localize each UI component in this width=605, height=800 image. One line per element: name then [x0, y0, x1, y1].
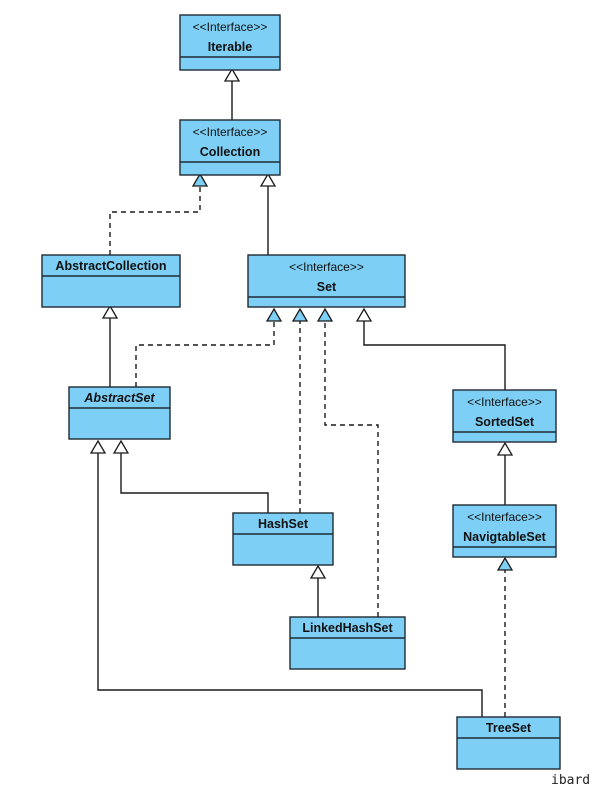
- relation-linked-hash-set-to-set-line: [324, 321, 379, 617]
- relation-hash-set-to-set: [291, 307, 309, 513]
- class-set: <<Interface>> Set: [247, 254, 406, 308]
- relation-tree-set-to-abstract-set-line: [97, 453, 483, 717]
- collection-name: Collection: [200, 145, 260, 159]
- navigable-set-name: NavigtableSet: [463, 530, 547, 544]
- navigable-set-box: [452, 504, 557, 558]
- relation-navigable-set-to-sorted-set-arrowhead: [496, 441, 514, 456]
- tree-set-name: TreeSet: [486, 721, 532, 735]
- relation-abstract-set-to-abstract-collection: [101, 304, 119, 387]
- class-iterable: <<Interface>> Iterable: [179, 14, 281, 71]
- iterable-box: [179, 14, 281, 71]
- iterable-name: Iterable: [208, 40, 253, 54]
- relation-tree-set-to-navigable-set-arrowhead: [496, 556, 514, 571]
- abstract-set-box: [68, 386, 171, 440]
- abstract-collection-box: [41, 254, 181, 308]
- relation-linked-hash-set-to-hash-set-arrowhead: [309, 564, 327, 579]
- relation-sorted-set-to-set-arrowhead: [355, 307, 373, 322]
- iterable-stereotype: <<Interface>>: [193, 20, 268, 34]
- collection-box: [179, 119, 281, 176]
- relation-set-to-collection: [259, 172, 277, 255]
- relation-abstract-set-to-abstract-collection-arrowhead: [101, 304, 119, 319]
- set-name: Set: [317, 280, 337, 294]
- sorted-set-box: [452, 389, 557, 443]
- class-boxes: <<Interface>> Iterable <<Interface>> Collec…: [41, 14, 561, 770]
- class-sorted-set: <<Interface>> SortedSet: [452, 389, 557, 443]
- class-abstract-set: AbstractSet: [68, 386, 171, 440]
- relation-abstract-collection-to-collection-line: [109, 186, 201, 255]
- linked-hash-set-box: [289, 616, 406, 670]
- relation-hash-set-to-abstract-set-line: [120, 453, 269, 513]
- relation-abstract-set-to-set: [135, 307, 283, 387]
- class-linked-hash-set: LinkedHashSet: [289, 616, 406, 670]
- relation-tree-set-to-abstract-set: [89, 439, 483, 717]
- relation-hash-set-to-abstract-set: [112, 439, 269, 513]
- relation-linked-hash-set-to-hash-set: [309, 564, 327, 617]
- set-box: [247, 254, 406, 308]
- linked-hash-set-name: LinkedHashSet: [302, 621, 393, 635]
- relation-set-to-collection-arrowhead: [259, 172, 277, 187]
- relation-sorted-set-to-set: [355, 307, 506, 390]
- relation-collection-to-iterable-arrowhead: [223, 67, 241, 82]
- set-stereotype: <<Interface>>: [289, 260, 364, 274]
- abstract-set-name: AbstractSet: [83, 391, 155, 405]
- class-navigable-set: <<Interface>> NavigtableSet: [452, 504, 557, 558]
- relation-hash-set-to-abstract-set-arrowhead: [112, 439, 130, 454]
- hash-set-name: HashSet: [258, 517, 309, 531]
- sorted-set-name: SortedSet: [475, 415, 535, 429]
- class-tree-set: TreeSet: [456, 716, 561, 770]
- relation-abstract-collection-to-collection: [109, 172, 209, 255]
- class-hash-set: HashSet: [232, 512, 334, 566]
- watermark-text: ibard: [551, 773, 591, 788]
- sorted-set-stereotype: <<Interface>>: [467, 395, 542, 409]
- relation-linked-hash-set-to-set: [316, 307, 379, 617]
- collection-stereotype: <<Interface>>: [193, 125, 268, 139]
- class-abstract-collection: AbstractCollection: [41, 254, 181, 308]
- relation-navigable-set-to-sorted-set: [496, 441, 514, 505]
- hash-set-box: [232, 512, 334, 566]
- relation-linked-hash-set-to-set-arrowhead: [316, 307, 334, 322]
- abstract-collection-name: AbstractCollection: [55, 259, 166, 273]
- relation-hash-set-to-set-arrowhead: [291, 307, 309, 322]
- relation-sorted-set-to-set-line: [363, 321, 506, 390]
- relation-abstract-set-to-set-line: [135, 321, 275, 387]
- navigable-set-stereotype: <<Interface>>: [467, 510, 542, 524]
- relation-abstract-collection-to-collection-arrowhead: [191, 172, 209, 187]
- relation-abstract-set-to-set-arrowhead: [265, 307, 283, 322]
- relation-lines: [89, 67, 514, 717]
- relation-collection-to-iterable: [223, 67, 241, 120]
- relation-tree-set-to-abstract-set-arrowhead: [89, 439, 107, 454]
- class-collection: <<Interface>> Collection: [179, 119, 281, 176]
- relation-tree-set-to-navigable-set: [496, 556, 514, 717]
- tree-set-box: [456, 716, 561, 770]
